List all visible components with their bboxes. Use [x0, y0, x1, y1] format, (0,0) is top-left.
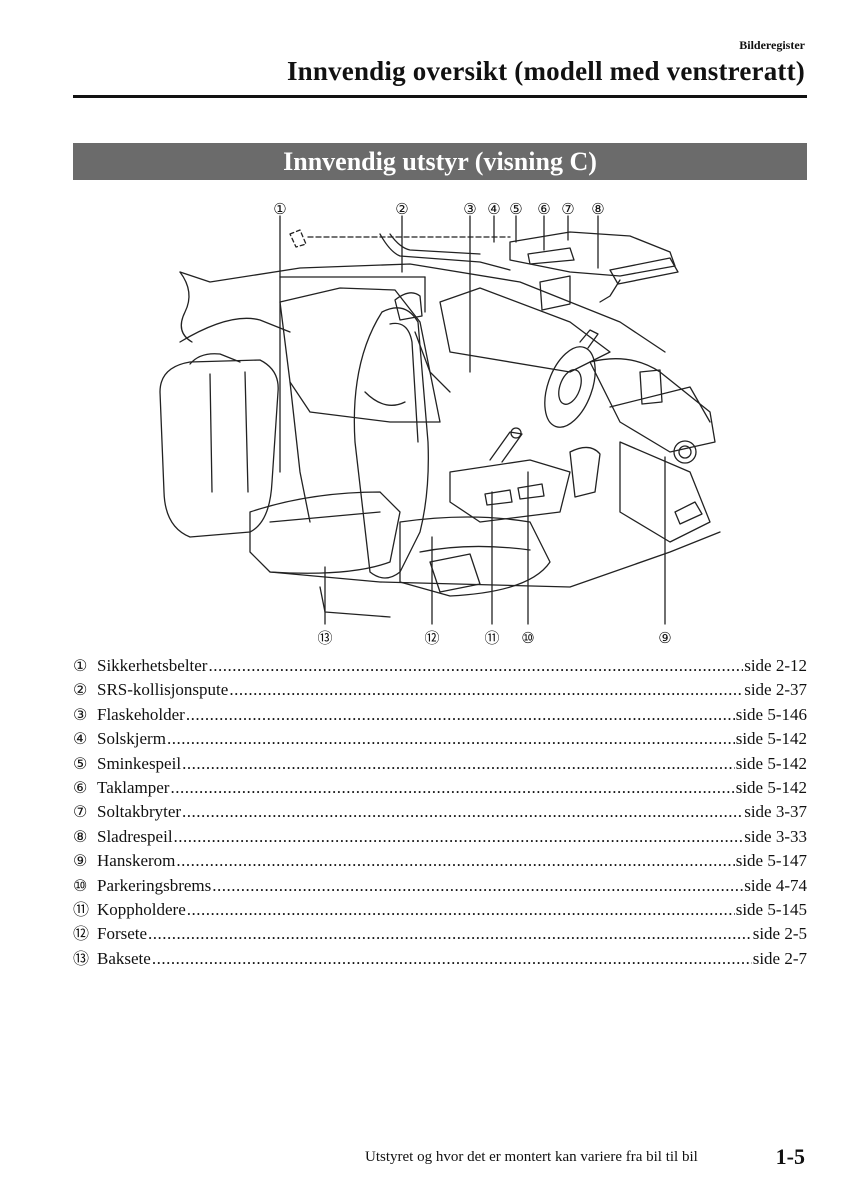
callout-3: ③ [463, 202, 476, 218]
callout-10: ⑩ [521, 631, 534, 647]
legend-label: Koppholdere [97, 899, 186, 919]
legend-page-ref: side 2-37 [744, 680, 807, 700]
legend-page-ref: side 2-12 [744, 656, 807, 675]
leader-dots [174, 825, 744, 849]
leader-dots [186, 703, 735, 727]
legend-number: ② [73, 682, 88, 700]
legend-page-ref: side 3-37 [744, 802, 807, 822]
legend-number: ⑫ [73, 926, 90, 944]
legend-label: Sminkespeil [97, 753, 182, 773]
leader-dots [187, 898, 735, 922]
legend-number: ⑤ [73, 755, 88, 773]
callout-1: ① [273, 202, 286, 218]
header-divider [73, 95, 807, 98]
section-label: Bilderegister [739, 38, 805, 52]
callout-2: ② [395, 202, 408, 218]
legend-item: ④ Solskjerm side 5-142 [73, 727, 807, 751]
legend-number: ⑩ [73, 877, 88, 895]
legend-page-ref: side 5-147 [735, 851, 807, 871]
leader-dots [229, 678, 743, 702]
callout-4: ④ [487, 202, 500, 218]
legend-label: SRS-kollisjonspute [97, 680, 229, 700]
legend-label: Taklamper [97, 777, 170, 797]
legend-number: ⑥ [73, 779, 88, 797]
legend-label: Solskjerm [97, 729, 166, 749]
leader-dots [170, 776, 734, 800]
car-interior-illustration: ① ② ③ ④ ⑤ ⑥ ⑦ ⑧ ⑬ ⑫ ⑪ ⑩ ⑨ [159, 202, 721, 647]
leader-dots [182, 800, 743, 824]
legend-page-ref: side 5-145 [735, 899, 807, 919]
legend-number: ⑧ [73, 828, 88, 846]
legend-number: ⑨ [73, 853, 88, 871]
legend-item: ⑬ Baksete side 2-7 [73, 947, 807, 971]
callout-13: ⑬ [317, 630, 332, 647]
callout-6: ⑥ [537, 202, 550, 218]
legend-label: Forsete [97, 924, 148, 944]
leader-dots [212, 874, 743, 898]
leader-dots [182, 752, 735, 776]
legend-item: ⑩ Parkeringsbrems side 4-74 [73, 874, 807, 898]
legend-item: ⑤ Sminkespeil side 5-142 [73, 752, 807, 776]
legend-number: ③ [73, 706, 88, 724]
legend-number: ⑪ [73, 901, 90, 919]
legend-page-ref: side 5-142 [735, 729, 807, 749]
page-title: Innvendig oversikt (modell med venstrera… [286, 56, 805, 86]
legend-number: ⑦ [73, 804, 88, 822]
page-number: 1-5 [775, 1144, 805, 1169]
callout-5: ⑤ [509, 202, 522, 218]
callout-12: ⑫ [424, 630, 439, 647]
callout-8: ⑧ [591, 202, 604, 218]
legend-label: Flaskeholder [97, 704, 185, 724]
legend-page-ref: side 4-74 [744, 875, 807, 895]
legend-page-ref: side 3-33 [744, 826, 807, 846]
legend-label: Baksete [97, 948, 151, 968]
legend-page-ref: side 2-5 [752, 924, 807, 944]
legend-page-ref: side 2-7 [752, 948, 807, 968]
legend-label: Sikkerhetsbelter [97, 656, 208, 675]
footer-note: Utstyret og hvor det er montert kan vari… [365, 1149, 698, 1165]
legend-item: ② SRS-kollisjonspute side 2-37 [73, 678, 807, 702]
callout-7: ⑦ [561, 202, 574, 218]
legend-number: ④ [73, 731, 88, 749]
leader-dots [208, 654, 743, 678]
legend-label: Parkeringsbrems [97, 875, 212, 895]
legend-label: Soltakbryter [97, 802, 182, 822]
legend-page-ref: side 5-142 [735, 753, 807, 773]
section-title: Innvendig utstyr (visning C) [283, 146, 597, 176]
legend-label: Hanskerom [97, 851, 176, 871]
callout-11: ⑪ [484, 630, 499, 647]
legend-list: ① Sikkerhetsbelter side 2-12 ② SRS-kolli… [73, 654, 807, 971]
callout-9: ⑨ [658, 631, 671, 647]
legend-number: ⑬ [73, 950, 90, 968]
legend-label: Sladrespeil [97, 826, 173, 846]
legend-item: ⑦ Soltakbryter side 3-37 [73, 800, 807, 824]
legend-item: ⑪ Koppholdere side 5-145 [73, 898, 807, 922]
legend-item: ⑫ Forsete side 2-5 [73, 922, 807, 946]
leader-dots [152, 947, 752, 971]
legend-item: ⑥ Taklamper side 5-142 [73, 776, 807, 800]
leader-dots [148, 922, 752, 946]
legend-page-ref: side 5-146 [735, 704, 807, 724]
legend-number: ① [73, 658, 88, 675]
legend-item: ① Sikkerhetsbelter side 2-12 [73, 654, 807, 678]
legend-page-ref: side 5-142 [735, 777, 807, 797]
legend-item: ⑧ Sladrespeil side 3-33 [73, 825, 807, 849]
legend-item: ③ Flaskeholder side 5-146 [73, 703, 807, 727]
leader-dots [167, 727, 735, 751]
section-title-bar: Innvendig utstyr (visning C) [73, 143, 807, 180]
leader-dots [176, 849, 734, 873]
legend-item: ⑨ Hanskerom side 5-147 [73, 849, 807, 873]
